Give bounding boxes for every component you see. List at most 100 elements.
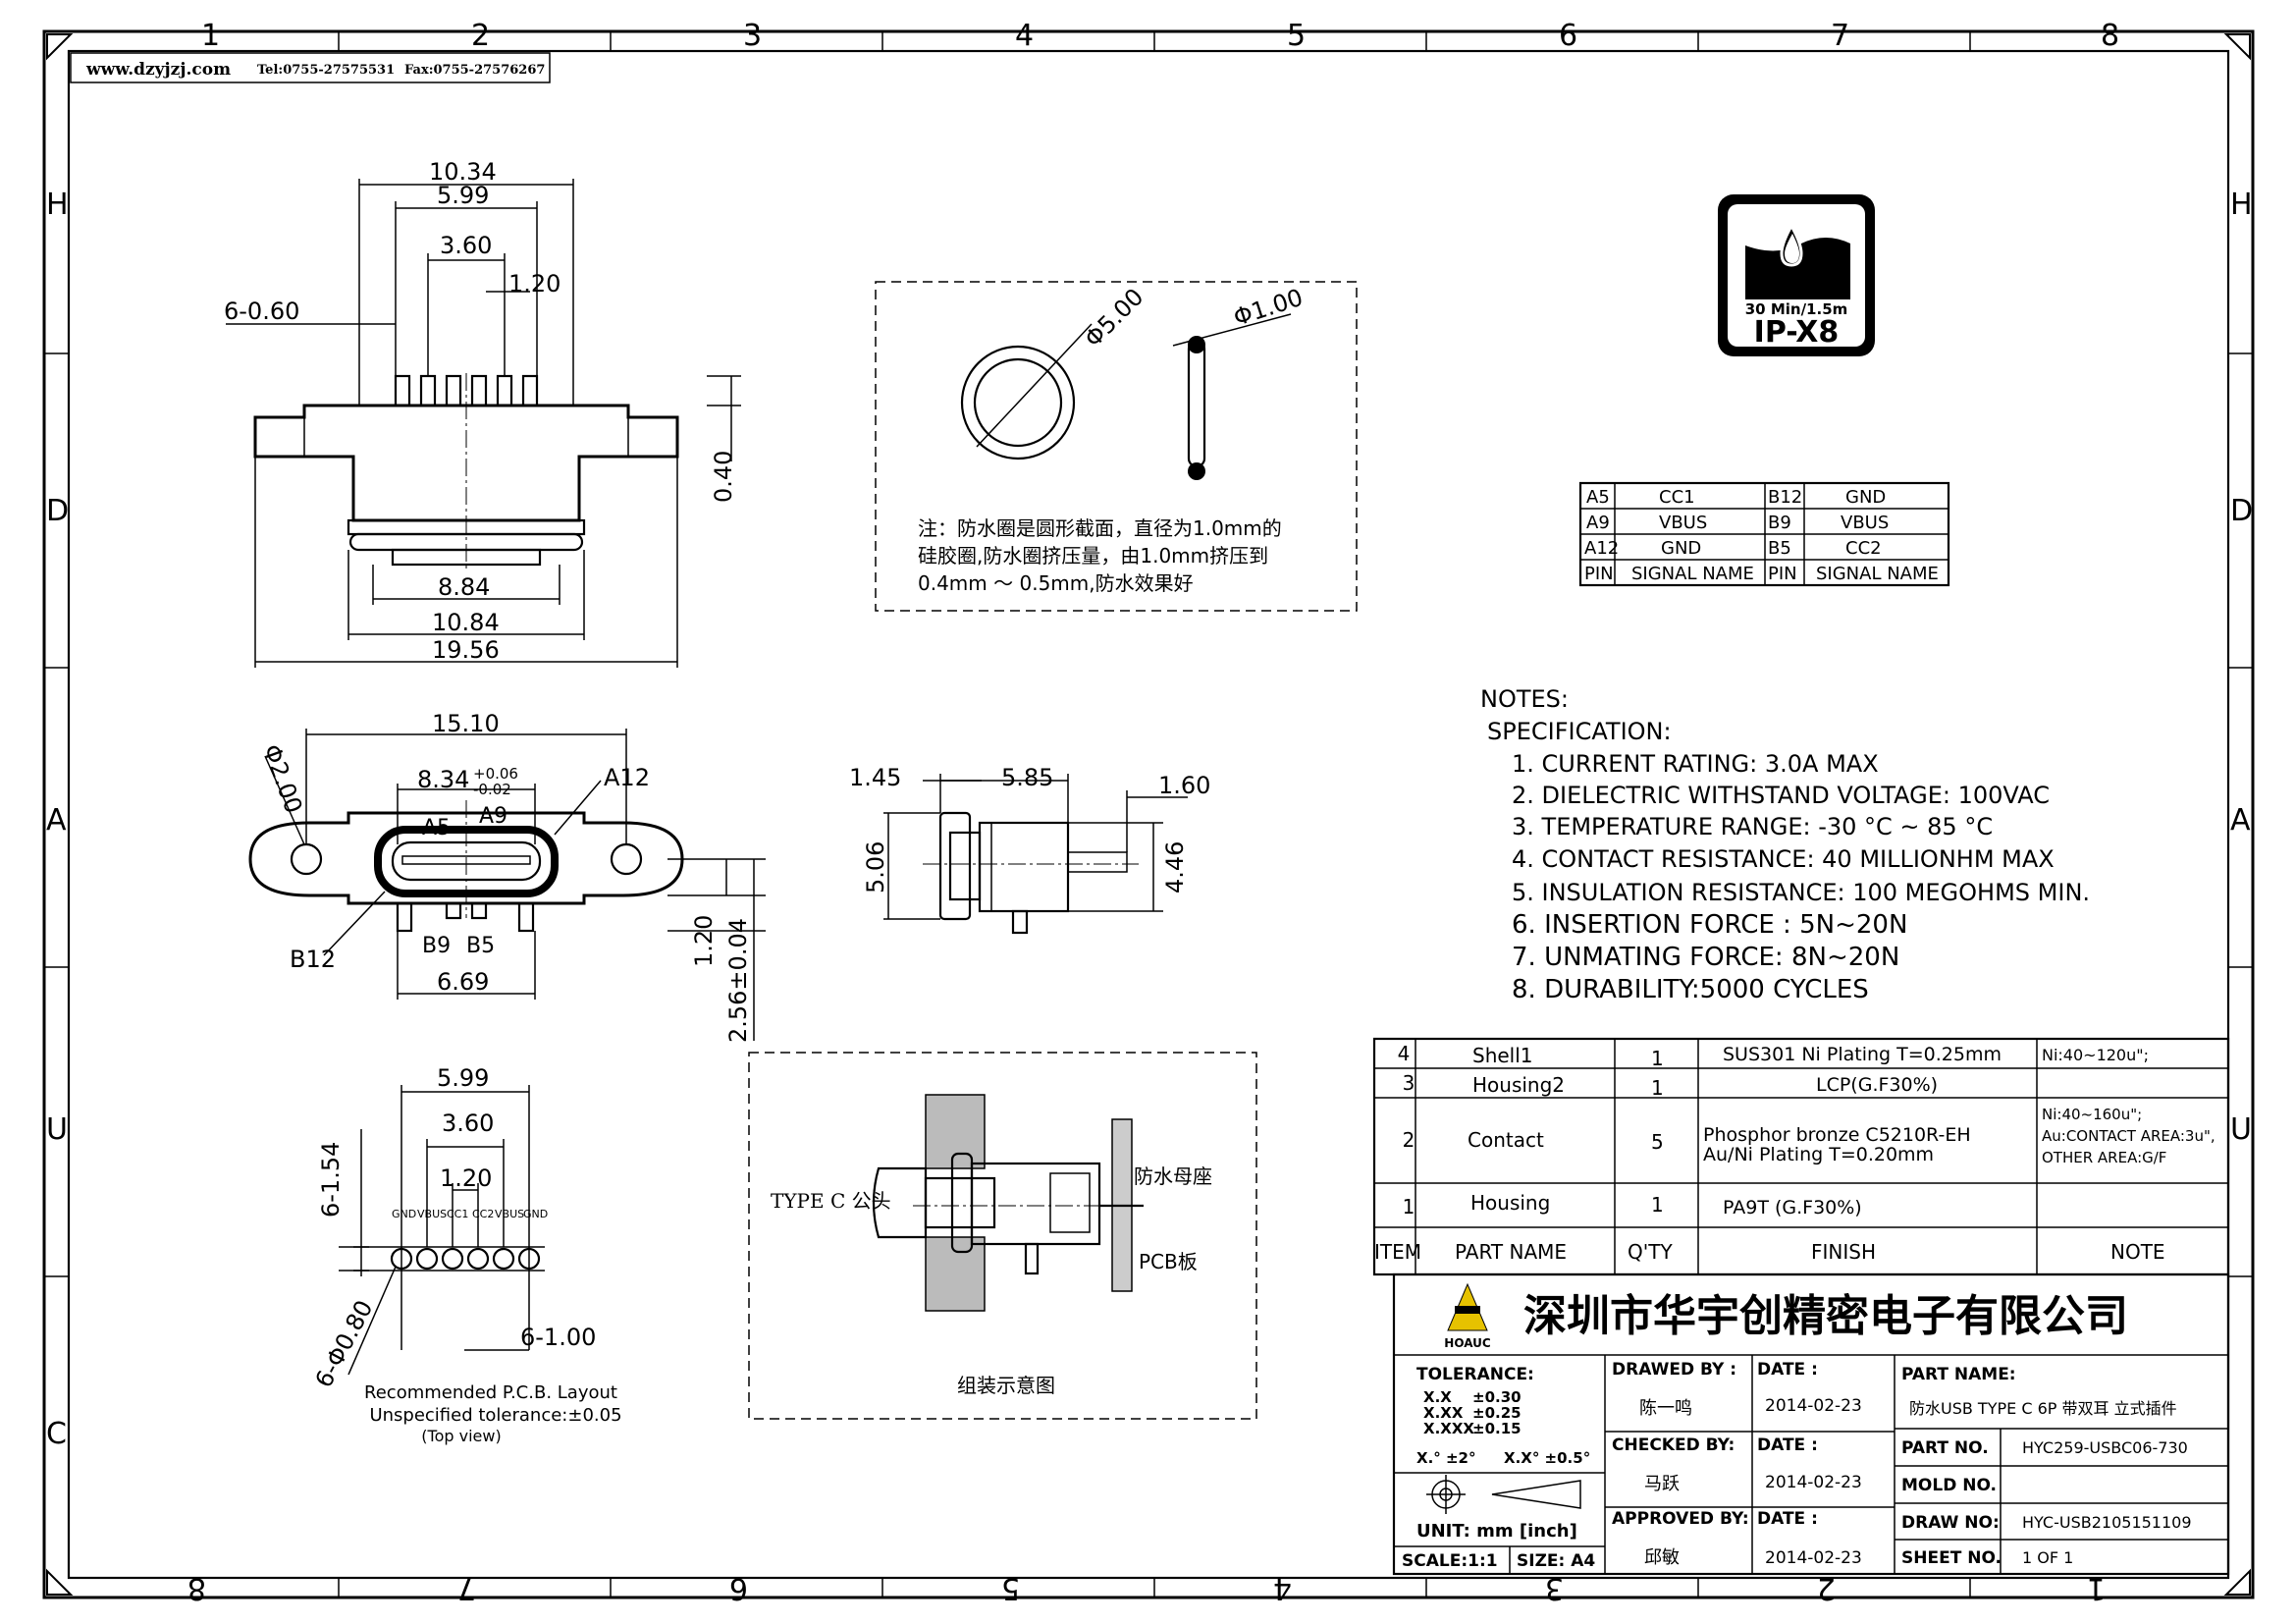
mold-no-label: MOLD NO.: [1901, 1476, 1997, 1495]
zone-col-label: 8: [187, 1571, 206, 1605]
pcb-caption: Unspecified tolerance:±0.05: [369, 1405, 621, 1426]
note-item: 7. UNMATING FORCE: 8N~20N: [1512, 943, 1899, 972]
checked-by-label: CHECKED BY:: [1612, 1435, 1735, 1455]
bom-part-name: Housing: [1470, 1191, 1550, 1215]
pin-table-cell: GND: [1661, 538, 1701, 559]
note-item: 3. TEMPERATURE RANGE: -30 °C ~ 85 °C: [1512, 813, 1993, 840]
side-view: 1.45 5.85 1.60 5.06 4.46: [849, 764, 1210, 935]
dim-label: 3.60: [440, 232, 492, 259]
assembly-label-plug: TYPE C 公头: [771, 1189, 891, 1213]
dim-label: 6-1.54: [317, 1142, 345, 1218]
pin-name: VBUS: [417, 1208, 447, 1220]
zone-col-label: 1: [2087, 1571, 2106, 1605]
bom-note: Ni:40~160u";: [2042, 1106, 2142, 1123]
pin-table: A5 CC1 B12 GND A9 VBUS B9 VBUS A12 GND B…: [1578, 481, 1950, 587]
bom-qty: 5: [1651, 1130, 1664, 1154]
tolerance-value: ±0.30: [1472, 1388, 1522, 1406]
note-item: 8. DURABILITY:5000 CYCLES: [1512, 975, 1869, 1004]
bom-qty: 1: [1651, 1047, 1664, 1070]
pin-table-cell: GND: [1845, 487, 1886, 508]
date-label: DATE :: [1757, 1435, 1818, 1455]
company-logo: HOAUC: [1444, 1282, 1491, 1350]
tolerance-key: X.XXX: [1423, 1420, 1474, 1437]
projection-symbol: [1426, 1475, 1581, 1514]
date-value: 2014-02-23: [1765, 1548, 1862, 1568]
pin-callout: B12: [290, 946, 336, 973]
title-block: HOAUC 深圳市华宇创精密电子有限公司 TOLERANCE: X.X ±0.3…: [1392, 1272, 2230, 1576]
bom-note: Ni:40~120u";: [2042, 1046, 2149, 1064]
approved-by-label: APPROVED BY:: [1612, 1509, 1749, 1529]
dim-label: 6.69: [437, 968, 489, 996]
bom-part-name: Shell1: [1472, 1044, 1533, 1067]
drawn-by-label: DRAWED BY :: [1612, 1360, 1736, 1380]
pin-table-cell: A5: [1586, 487, 1610, 508]
dim-label: 10.84: [432, 609, 500, 636]
drawn-by-name: 陈一鸣: [1639, 1398, 1692, 1419]
bom-item: 2: [1403, 1128, 1415, 1152]
bom-header: NOTE: [2110, 1240, 2165, 1264]
zone-col-label: 7: [457, 1571, 476, 1605]
pin-callout: B5: [466, 934, 495, 958]
dim-label: 19.56: [432, 636, 500, 664]
zone-row-label: D: [46, 494, 69, 528]
seal-note: 注：防水圈是圆形截面，直径为1.0mm的: [918, 516, 1282, 540]
unit-label: UNIT: mm [inch]: [1416, 1521, 1577, 1542]
dim-label: 1.60: [1158, 772, 1210, 799]
dim-label: 0.40: [710, 451, 737, 503]
tolerance-value: ±0.15: [1472, 1420, 1522, 1437]
zone-col-label: 7: [1831, 19, 1849, 53]
pin-callout: B9: [422, 934, 451, 958]
bom-part-name: Housing2: [1472, 1073, 1565, 1097]
angle-tolerance: X.° ±2°: [1416, 1449, 1476, 1467]
dim-label: 1.20: [440, 1164, 492, 1192]
zone-col-label: 3: [743, 19, 762, 53]
size-label: SIZE: A4: [1517, 1551, 1595, 1571]
bom-note: OTHER AREA:G/F: [2042, 1149, 2166, 1166]
note-item: 4. CONTACT RESISTANCE: 40 MILLIONHM MAX: [1512, 845, 2055, 873]
notes: NOTES: SPECIFICATION: 1. CURRENT RATING:…: [1480, 685, 2090, 1004]
part-name-value: 防水USB TYPE C 6P 带双耳 立式插件: [1909, 1399, 2177, 1418]
dim-label: 5.99: [437, 1064, 489, 1092]
bom-note: Au:CONTACT AREA:3u",: [2042, 1127, 2216, 1145]
checked-by-name: 马跃: [1644, 1474, 1680, 1494]
dim-label: Φ1.00: [1230, 284, 1306, 332]
pcb-caption: Recommended P.C.B. Layout: [364, 1382, 617, 1403]
zone-col-label: 5: [1287, 19, 1306, 53]
notes-subheading: SPECIFICATION:: [1487, 718, 1672, 745]
bom-finish: PA9T (G.F30%): [1723, 1197, 1862, 1218]
note-item: 2. DIELECTRIC WITHSTAND VOLTAGE: 100VAC: [1512, 782, 2050, 809]
pin-name: GND: [392, 1208, 416, 1220]
zone-col-label: 6: [729, 1571, 748, 1605]
draw-no-value: HYC-USB2105151109: [2022, 1513, 2192, 1532]
tolerance-value: ±0.25: [1472, 1404, 1522, 1422]
bom-header: Q'TY: [1628, 1240, 1673, 1264]
zone-col-label: 4: [1273, 1571, 1292, 1605]
pin-name: CC1: [447, 1208, 468, 1220]
dim-label: 1.20: [508, 270, 561, 298]
sheet-no-value: 1 OF 1: [2022, 1548, 2073, 1567]
part-name-label: PART NAME:: [1901, 1365, 2016, 1384]
date-value: 2014-02-23: [1765, 1396, 1862, 1416]
pin-table-cell: B9: [1768, 513, 1791, 533]
pin-name: GND: [523, 1208, 548, 1220]
dim-tolerance: +0.06: [473, 765, 518, 783]
zone-col-label: 2: [1817, 1571, 1836, 1605]
pin-table-header: SIGNAL NAME: [1631, 564, 1754, 584]
ip-badge-depth: 30 Min/1.5m: [1745, 300, 1848, 318]
zone-col-label: 5: [1001, 1571, 1020, 1605]
bom-item: 4: [1398, 1042, 1411, 1065]
dim-label: 5.99: [437, 182, 489, 209]
note-item: 5. INSULATION RESISTANCE: 100 MEGOHMS MI…: [1512, 879, 2090, 906]
zone-row-label: U: [2230, 1112, 2252, 1147]
pin-table-header: SIGNAL NAME: [1816, 564, 1939, 584]
pin-name: CC2: [472, 1208, 494, 1220]
zone-col-label: 4: [1015, 19, 1034, 53]
date-label: DATE :: [1757, 1360, 1818, 1380]
seal-detail: Φ5.00 Φ1.00 注：防水圈是圆形截面，直径为1.0mm的 硅胶圈,防水圈…: [875, 281, 1358, 612]
seal-note: 0.4mm ～ 0.5mm,防水效果好: [918, 571, 1194, 595]
website-text[interactable]: www.dzyjzj.com: [85, 60, 231, 80]
zone-row-label: U: [46, 1112, 68, 1147]
bom-qty: 1: [1651, 1193, 1664, 1217]
bom-qty: 1: [1651, 1076, 1664, 1100]
zone-col-label: 3: [1545, 1571, 1564, 1605]
